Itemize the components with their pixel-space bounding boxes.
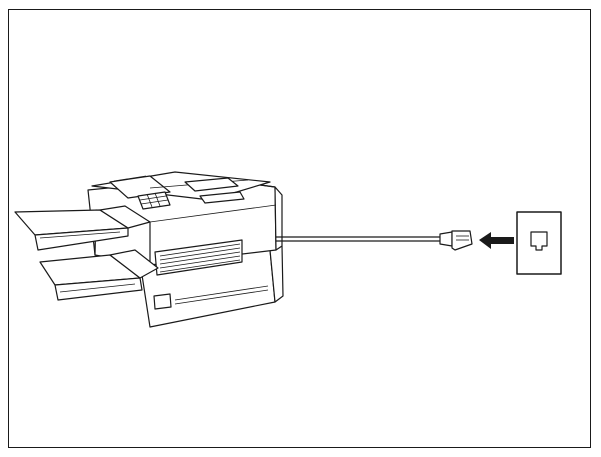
keypad-icon xyxy=(137,191,171,210)
insert-arrow-icon xyxy=(479,232,514,249)
lower-paper-tray xyxy=(39,249,159,301)
telephone-cable xyxy=(276,236,440,242)
telephone-wall-jack-icon xyxy=(516,211,562,275)
fax-machine-icon xyxy=(14,171,284,328)
modular-plug-icon xyxy=(439,230,473,251)
upper-paper-tray xyxy=(14,205,151,251)
